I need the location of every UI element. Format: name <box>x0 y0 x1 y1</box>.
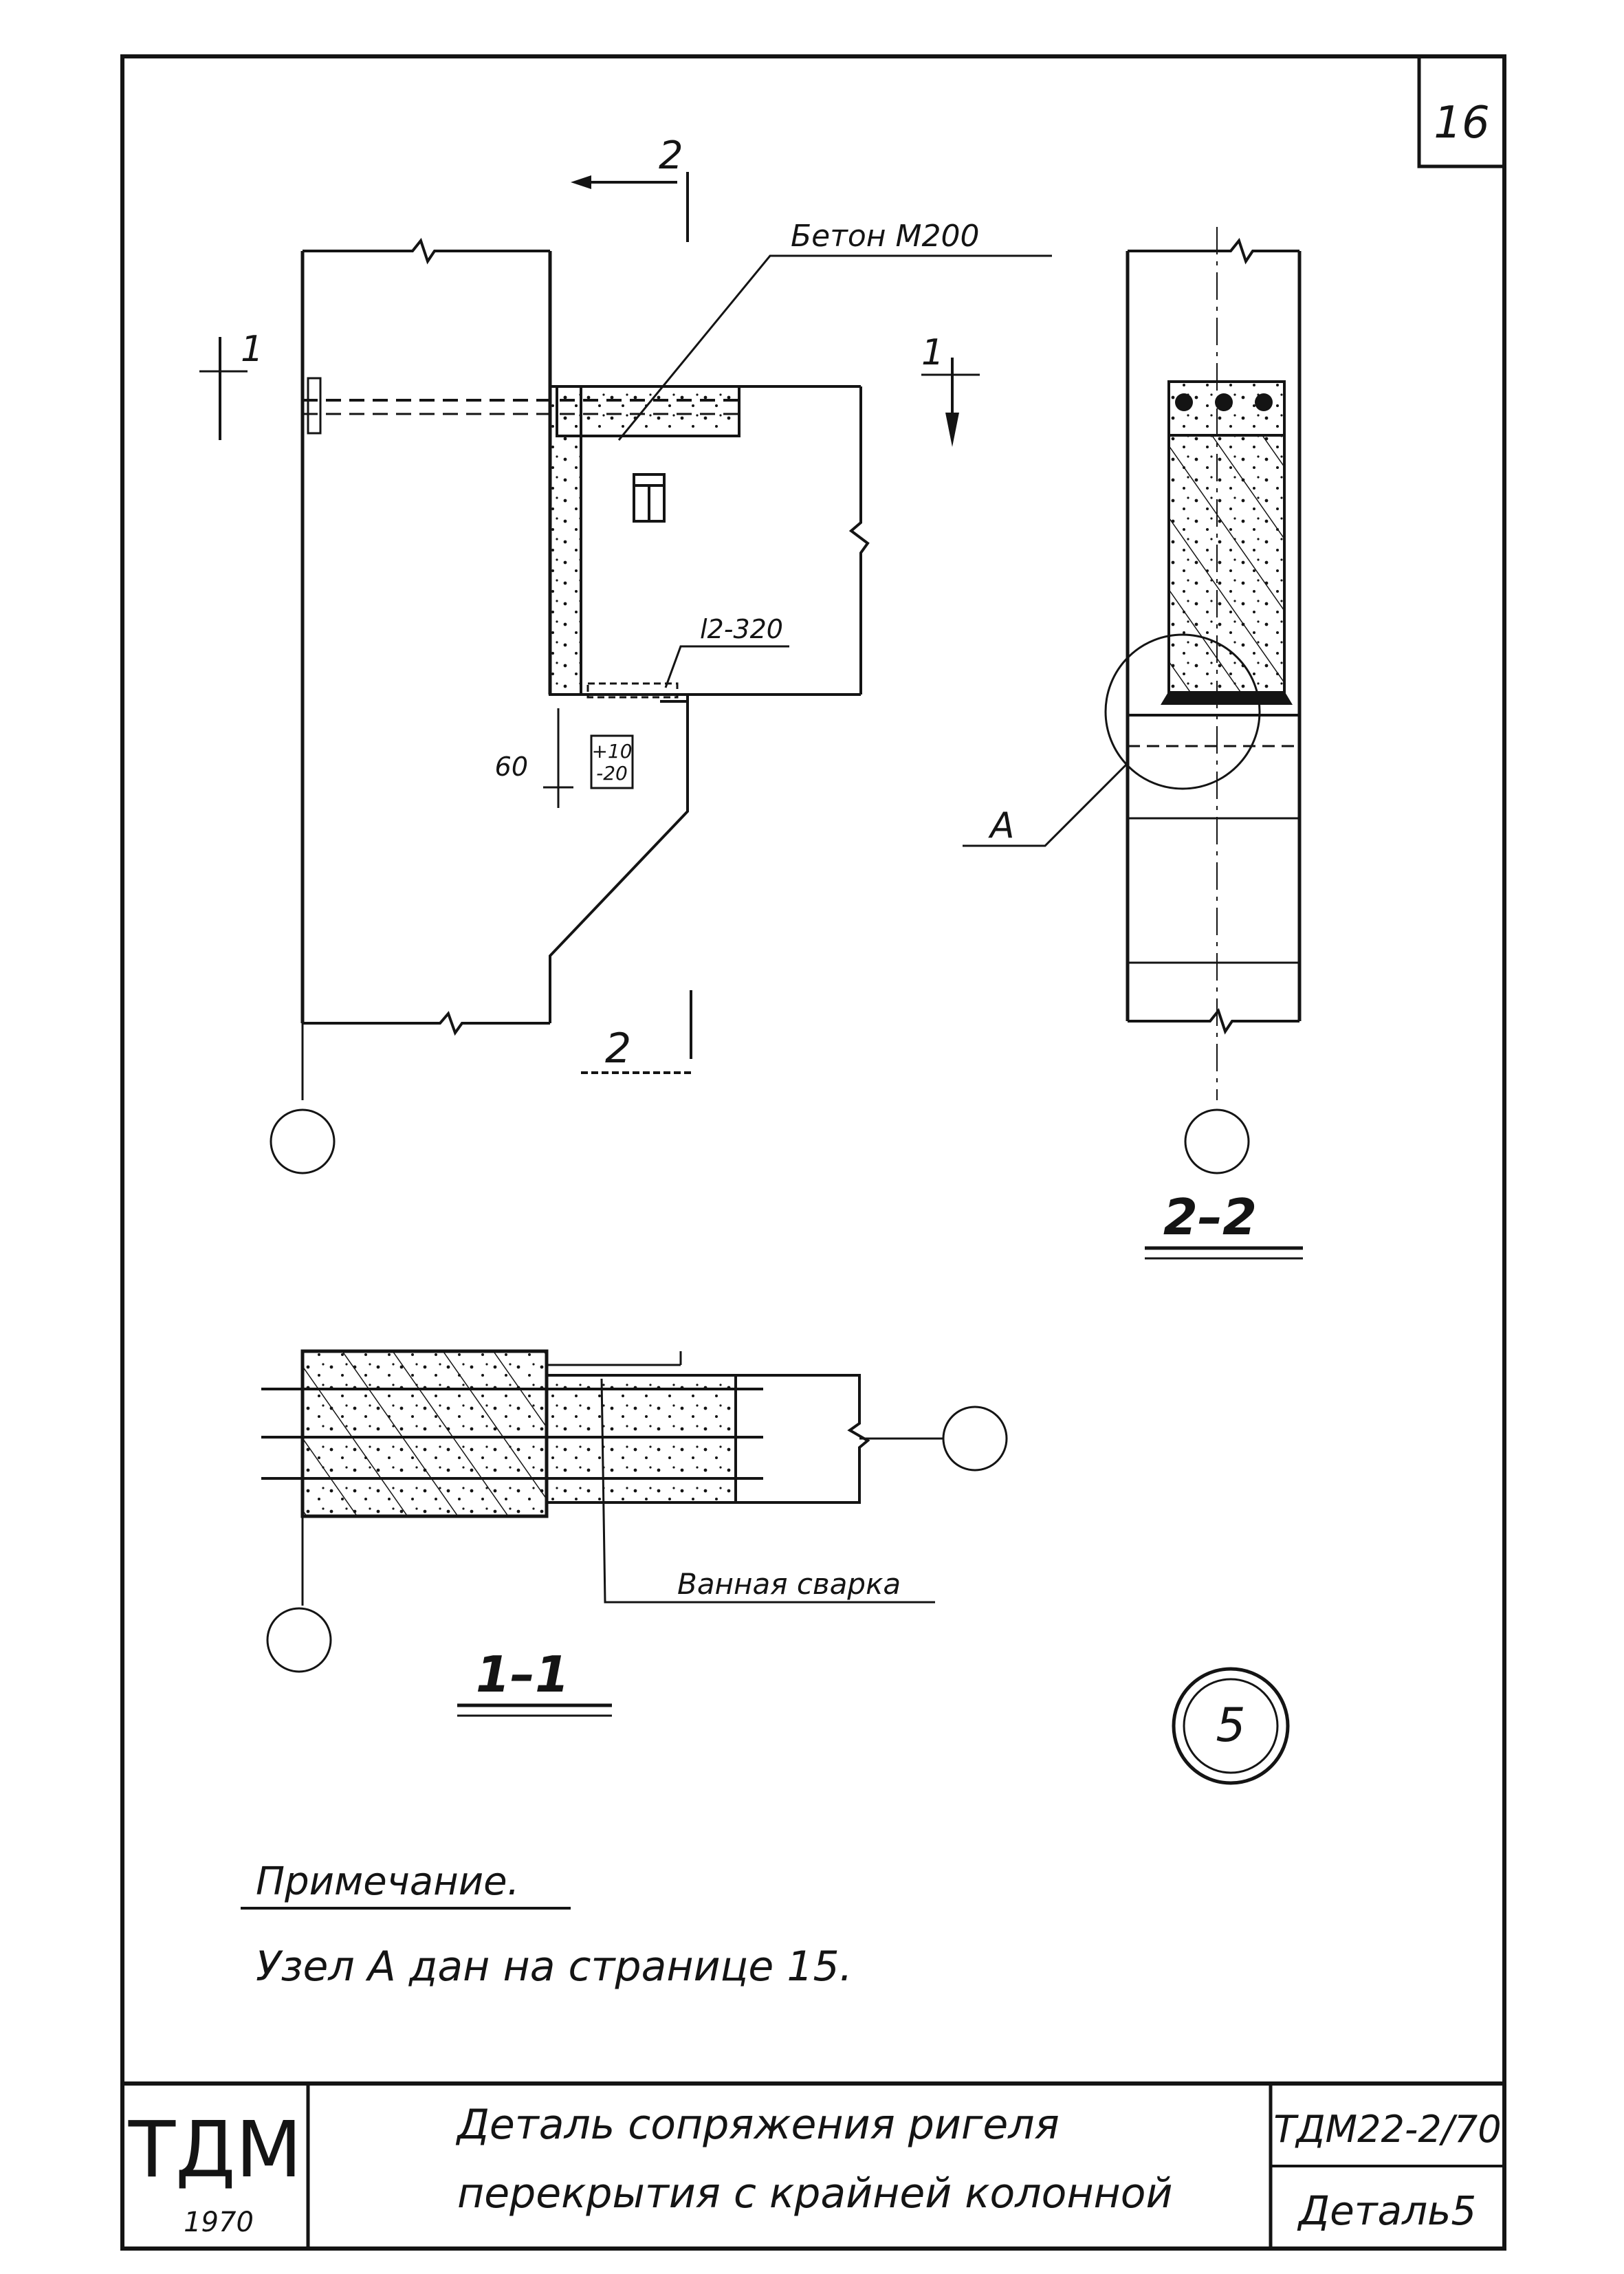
bearing-weld <box>1161 691 1293 705</box>
gap-dimension: 60 <box>495 752 528 782</box>
support-plate <box>586 682 679 699</box>
axis-bubble-1-1-left <box>266 1607 332 1673</box>
node-a-circle <box>1104 633 1261 790</box>
logo: ТДМ <box>128 2106 303 2195</box>
note-text: Узел А дан на странице 15. <box>256 1943 853 1991</box>
tolerance-plus: +10 <box>591 740 632 763</box>
cut-1-left-marker: 1 <box>199 329 263 440</box>
column-top-break <box>303 237 550 265</box>
svg-text:1: 1 <box>241 329 263 370</box>
cut-2-top-marker: 2 <box>571 133 689 242</box>
section-2-2-title: 2–2 <box>1163 1188 1257 1246</box>
node-a-label: А <box>988 805 1015 846</box>
welding-label: Ванная сварка <box>677 1567 901 1601</box>
sheet-frame: 16 <box>120 54 1506 2251</box>
rebar-spec-label: l2-320 <box>700 614 783 644</box>
logo-year: 1970 <box>184 2207 254 2238</box>
support-angle <box>660 700 689 729</box>
svg-text:2: 2 <box>605 1025 631 1073</box>
tolerance-minus: -20 <box>596 762 628 785</box>
beam-section-1-1 <box>545 1374 737 1504</box>
beam-rib-concrete <box>549 385 582 696</box>
rebar-dot-2 <box>1215 393 1233 411</box>
column-bottom-break <box>303 1011 550 1036</box>
concrete-leader <box>617 254 1052 441</box>
axis-bubble-left <box>270 1108 336 1174</box>
tolerance-box <box>590 734 634 789</box>
section-2-2: А 2–2 <box>963 227 1303 1260</box>
section-1-1-title: 1–1 <box>476 1646 569 1703</box>
note-block: Примечание. Узел А дан на странице 15. <box>241 1859 853 1991</box>
beam-right-break <box>848 386 870 695</box>
detail-label: Деталь5 <box>1297 2187 1476 2234</box>
concrete-label: Бетон М200 <box>791 219 980 254</box>
node-number-badge: 5 <box>1172 1667 1290 1785</box>
cut-2-bottom-marker: 2 <box>581 990 692 1074</box>
rebar-dot-1 <box>1175 393 1193 411</box>
rebar-spec-leader <box>664 645 789 688</box>
node-a-leader <box>963 762 1129 847</box>
svg-text:1: 1 <box>921 332 944 373</box>
rebar-dot-3 <box>1255 393 1273 411</box>
page-number: 16 <box>1434 98 1489 149</box>
anchor-plate <box>307 377 322 435</box>
column-lower-offset <box>549 695 689 1023</box>
drawing-title-line-1: Деталь сопряжения ригеля <box>455 2101 1060 2149</box>
node-number: 5 <box>1216 1698 1245 1753</box>
title-block: ТДМ 1970 Деталь сопряжения ригеля перекр… <box>122 2081 1504 2249</box>
cut-1-right-marker: 1 <box>921 332 980 447</box>
axis-bubble-1-1-right <box>942 1406 1008 1472</box>
note-title: Примечание. <box>256 1859 519 1904</box>
drawing-title-line-2: перекрытия с крайней колонной <box>457 2169 1172 2218</box>
main-elevation: Бетон М200 l2-320 60 +10 -20 1 1 2 <box>199 133 1052 1174</box>
drawing-code: ТДМ22-2/70 <box>1273 2108 1501 2151</box>
welding-leader <box>600 1378 935 1604</box>
axis-bubble-2-2 <box>1184 1108 1250 1174</box>
section-1-1: Ванная сварка 1–1 <box>261 1349 1008 1717</box>
svg-text:2: 2 <box>659 133 683 178</box>
beam-top-slab <box>556 385 740 437</box>
